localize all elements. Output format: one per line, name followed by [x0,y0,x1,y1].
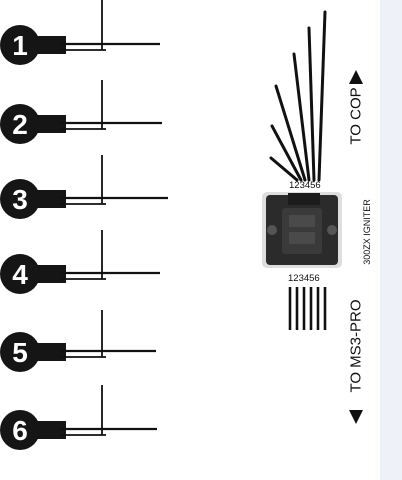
coil-1: 1 [0,0,160,65]
coil-marker-number-2: 2 [12,109,28,140]
coil-marker-number-4: 4 [12,259,28,290]
igniter-label: 300ZX IGNITER [362,199,372,265]
cop-wire-2 [270,124,303,182]
side-panel [380,0,402,480]
coil-marker-number-3: 3 [12,184,28,215]
to-ms3-label: TO MS3-PRO [347,299,365,393]
cop-wire-1 [269,156,299,182]
cop-wire-5 [307,26,316,182]
igniter-mount-hole-right [327,225,337,235]
ms3-wire-bundle [288,287,327,330]
arrow-up-icon [349,70,363,84]
arrow-down-icon [349,410,363,424]
cop-wire-4 [292,52,311,182]
coil-marker-number-6: 6 [12,415,28,446]
to-cop-label: TO COP [347,87,365,145]
coil-2: 2 [0,80,162,144]
igniter-label-plate-2 [289,232,315,244]
coil-marker-circle-4 [0,254,40,294]
cop-wire-3 [274,84,307,182]
igniter-mount-hole-left [267,225,277,235]
coil-marker-circle-3 [0,179,40,219]
cop-wire-6 [317,10,327,182]
igniter-center-plate [282,208,322,254]
igniter-connector [288,193,320,205]
pin-numbers-bottom: 123456 [288,273,320,284]
coil-marker-circle-2 [0,104,40,144]
coil-marker-number-5: 5 [12,337,28,368]
coil-6: 6 [0,385,157,450]
cop-wire-fan [269,10,327,182]
coil-5: 5 [0,310,156,372]
coil-marker-circle-6 [0,410,40,450]
coil-marker-circle-5 [0,332,40,372]
coil-marker-circle-1 [0,25,40,65]
coil-4: 4 [0,230,160,294]
coil-marker-number-1: 1 [12,30,28,61]
coil-3: 3 [0,155,168,219]
pin-numbers-top: 123456 [289,180,321,191]
igniter-label-plate [289,215,315,227]
igniter-module [262,192,342,268]
coil-markers: 1 2 3 4 5 6 [0,0,168,450]
